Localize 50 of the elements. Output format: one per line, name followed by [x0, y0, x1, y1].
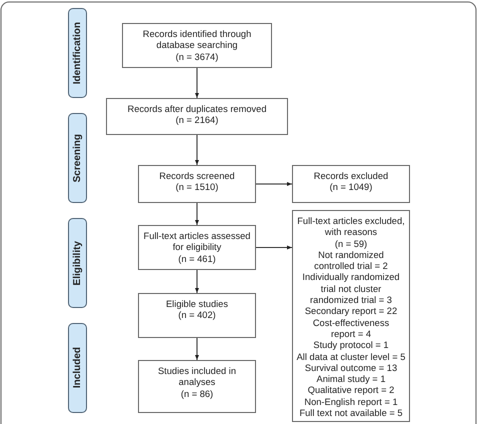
step-label: Records after duplicates removed — [127, 104, 266, 114]
flow-arrow — [195, 68, 199, 98]
step-label: Studies included in analyses — [158, 366, 236, 388]
reason-label: Qualitative report = 2 — [308, 385, 394, 396]
count-label: (n = 1049) — [330, 182, 372, 192]
step-label: Records excluded — [314, 171, 388, 181]
process-box — [138, 225, 256, 270]
reason-label: Cost-effectiveness report = 4 — [312, 318, 390, 339]
flow-arrow — [256, 246, 292, 250]
step-label: Full-text articles assessed for eligibility — [144, 231, 250, 252]
flow-arrow — [195, 270, 199, 294]
phase-label: Identification — [72, 22, 84, 84]
reason-label: Survival outcome = 13 — [304, 362, 398, 373]
reason-label: Non-English report = 1 — [304, 396, 398, 407]
flow-arrow — [195, 338, 199, 360]
phase-band — [68, 218, 87, 308]
flow-arrow — [195, 134, 199, 166]
step-label: Records identified through database searching — [142, 29, 252, 50]
process-box — [292, 165, 410, 203]
reason-label: Individually randomized trial not cluster randomized trial = 3 — [302, 272, 400, 306]
phase-label: Screening — [72, 134, 84, 182]
count-label: (n = 402) — [178, 310, 216, 320]
process-box — [138, 360, 256, 413]
reason-label: Animal study = 1 — [316, 374, 386, 384]
step-label: Records screened — [159, 171, 235, 181]
reason-label: Not randomized controlled trial = 2 — [314, 250, 388, 272]
reason-label: All data at cluster level = 5 — [296, 352, 406, 362]
process-box — [138, 165, 256, 203]
reason-label: Secondary report = 22 — [304, 306, 398, 316]
step-label: Full-text articles excluded, with reasons — [297, 216, 405, 238]
reason-label: Full text not available = 5 — [299, 408, 403, 418]
process-box — [106, 98, 288, 135]
phase-band — [68, 8, 87, 98]
count-label: (n = 3674) — [176, 52, 218, 62]
count-label: (n = 86) — [180, 388, 214, 399]
phase-label: Eligibility — [72, 240, 84, 286]
phase-label: Included — [72, 347, 84, 389]
count-label: (n = 461) — [178, 254, 216, 264]
step-label: Eligible studies — [166, 299, 228, 309]
count-label: (n = 59) — [334, 238, 368, 249]
flow-arrow — [256, 182, 292, 186]
phase-band — [68, 323, 87, 413]
process-box — [122, 23, 272, 68]
flow-arrow — [195, 202, 199, 226]
process-box — [292, 210, 410, 422]
reason-label: Study protocol = 1 — [313, 340, 389, 350]
process-box — [138, 293, 256, 338]
phase-band — [68, 113, 87, 203]
count-label: (n = 1510) — [176, 182, 218, 192]
count-label: (n = 2164) — [176, 115, 218, 126]
